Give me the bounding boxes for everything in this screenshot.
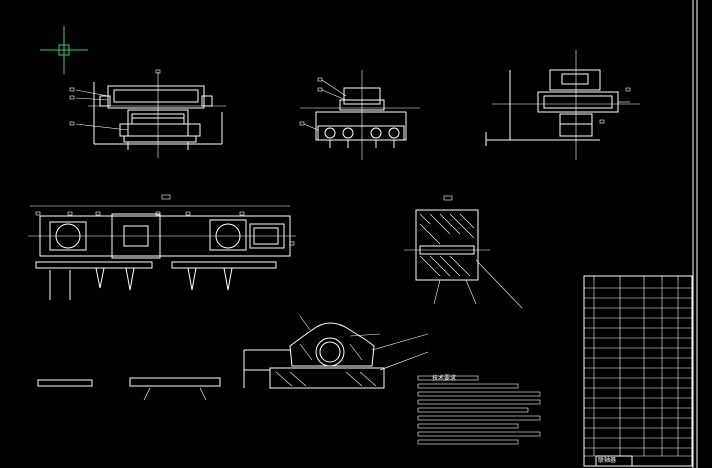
view-shaft-section[interactable] <box>28 194 296 300</box>
crosshair-cursor-icon <box>40 26 88 74</box>
view-bearing-housing[interactable] <box>243 315 429 389</box>
view-end-assembly[interactable] <box>485 50 640 160</box>
parts-list-rows <box>584 276 692 457</box>
technical-notes-lines <box>417 375 541 445</box>
technical-notes-heading: 技术要求 <box>432 375 457 382</box>
title-block-name: 联轴器 <box>598 457 617 464</box>
view-side-assembly[interactable] <box>299 70 420 160</box>
view-front-assembly[interactable] <box>69 69 226 158</box>
view-hatched-block[interactable] <box>404 195 523 309</box>
title-block[interactable] <box>583 275 693 467</box>
drawing-frame <box>692 0 698 468</box>
view-small-parts[interactable] <box>37 377 221 401</box>
